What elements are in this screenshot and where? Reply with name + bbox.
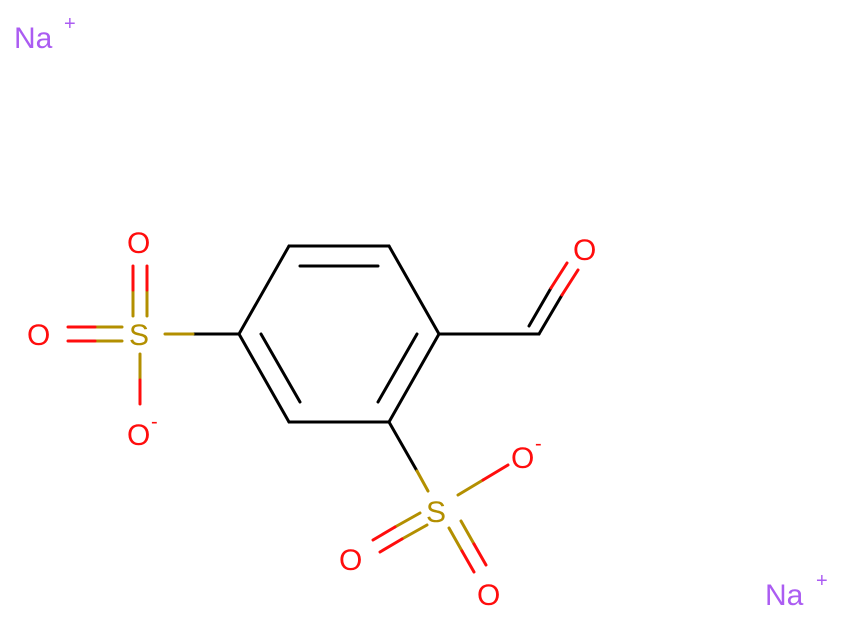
ring-bond <box>387 244 441 336</box>
sodium-ion-top: Na + <box>14 13 76 55</box>
carbonyl-double-bond <box>527 261 580 336</box>
ring-double-bond <box>376 332 419 404</box>
oxygen-charge: - <box>151 411 158 433</box>
oxygen-atom: O <box>339 544 362 577</box>
oxygen-atom: O <box>477 579 500 612</box>
right-sulfonate-bonds <box>371 463 510 574</box>
ring-bond <box>237 332 291 424</box>
oxygen-atom: O <box>127 227 150 260</box>
ring-bond <box>237 244 291 336</box>
ring-bond <box>387 332 441 424</box>
oxygen-atom: O <box>127 419 150 452</box>
sodium-charge: + <box>64 13 76 35</box>
benzene-ring <box>237 244 441 424</box>
ring-double-bond <box>259 332 302 404</box>
sodium-symbol: Na <box>765 579 804 612</box>
substituent-bonds <box>191 332 541 473</box>
sodium-ion-bottom: Na + <box>765 570 828 612</box>
sulfonate-group-right: S O - O O <box>339 433 542 612</box>
sodium-symbol: Na <box>14 22 53 55</box>
sulfonate-group-left: S O O O - <box>27 227 158 452</box>
left-sulfonate-bonds <box>66 264 195 406</box>
aldehyde-oxygen: O <box>573 234 596 267</box>
oxygen-atom: O <box>511 442 534 475</box>
sulfur-atom: S <box>426 496 446 529</box>
oxygen-atom: O <box>27 319 50 352</box>
c-s-bond-right <box>387 420 419 473</box>
sulfur-atom: S <box>129 319 149 352</box>
oxygen-charge: - <box>535 433 542 455</box>
sodium-charge: + <box>816 570 828 592</box>
